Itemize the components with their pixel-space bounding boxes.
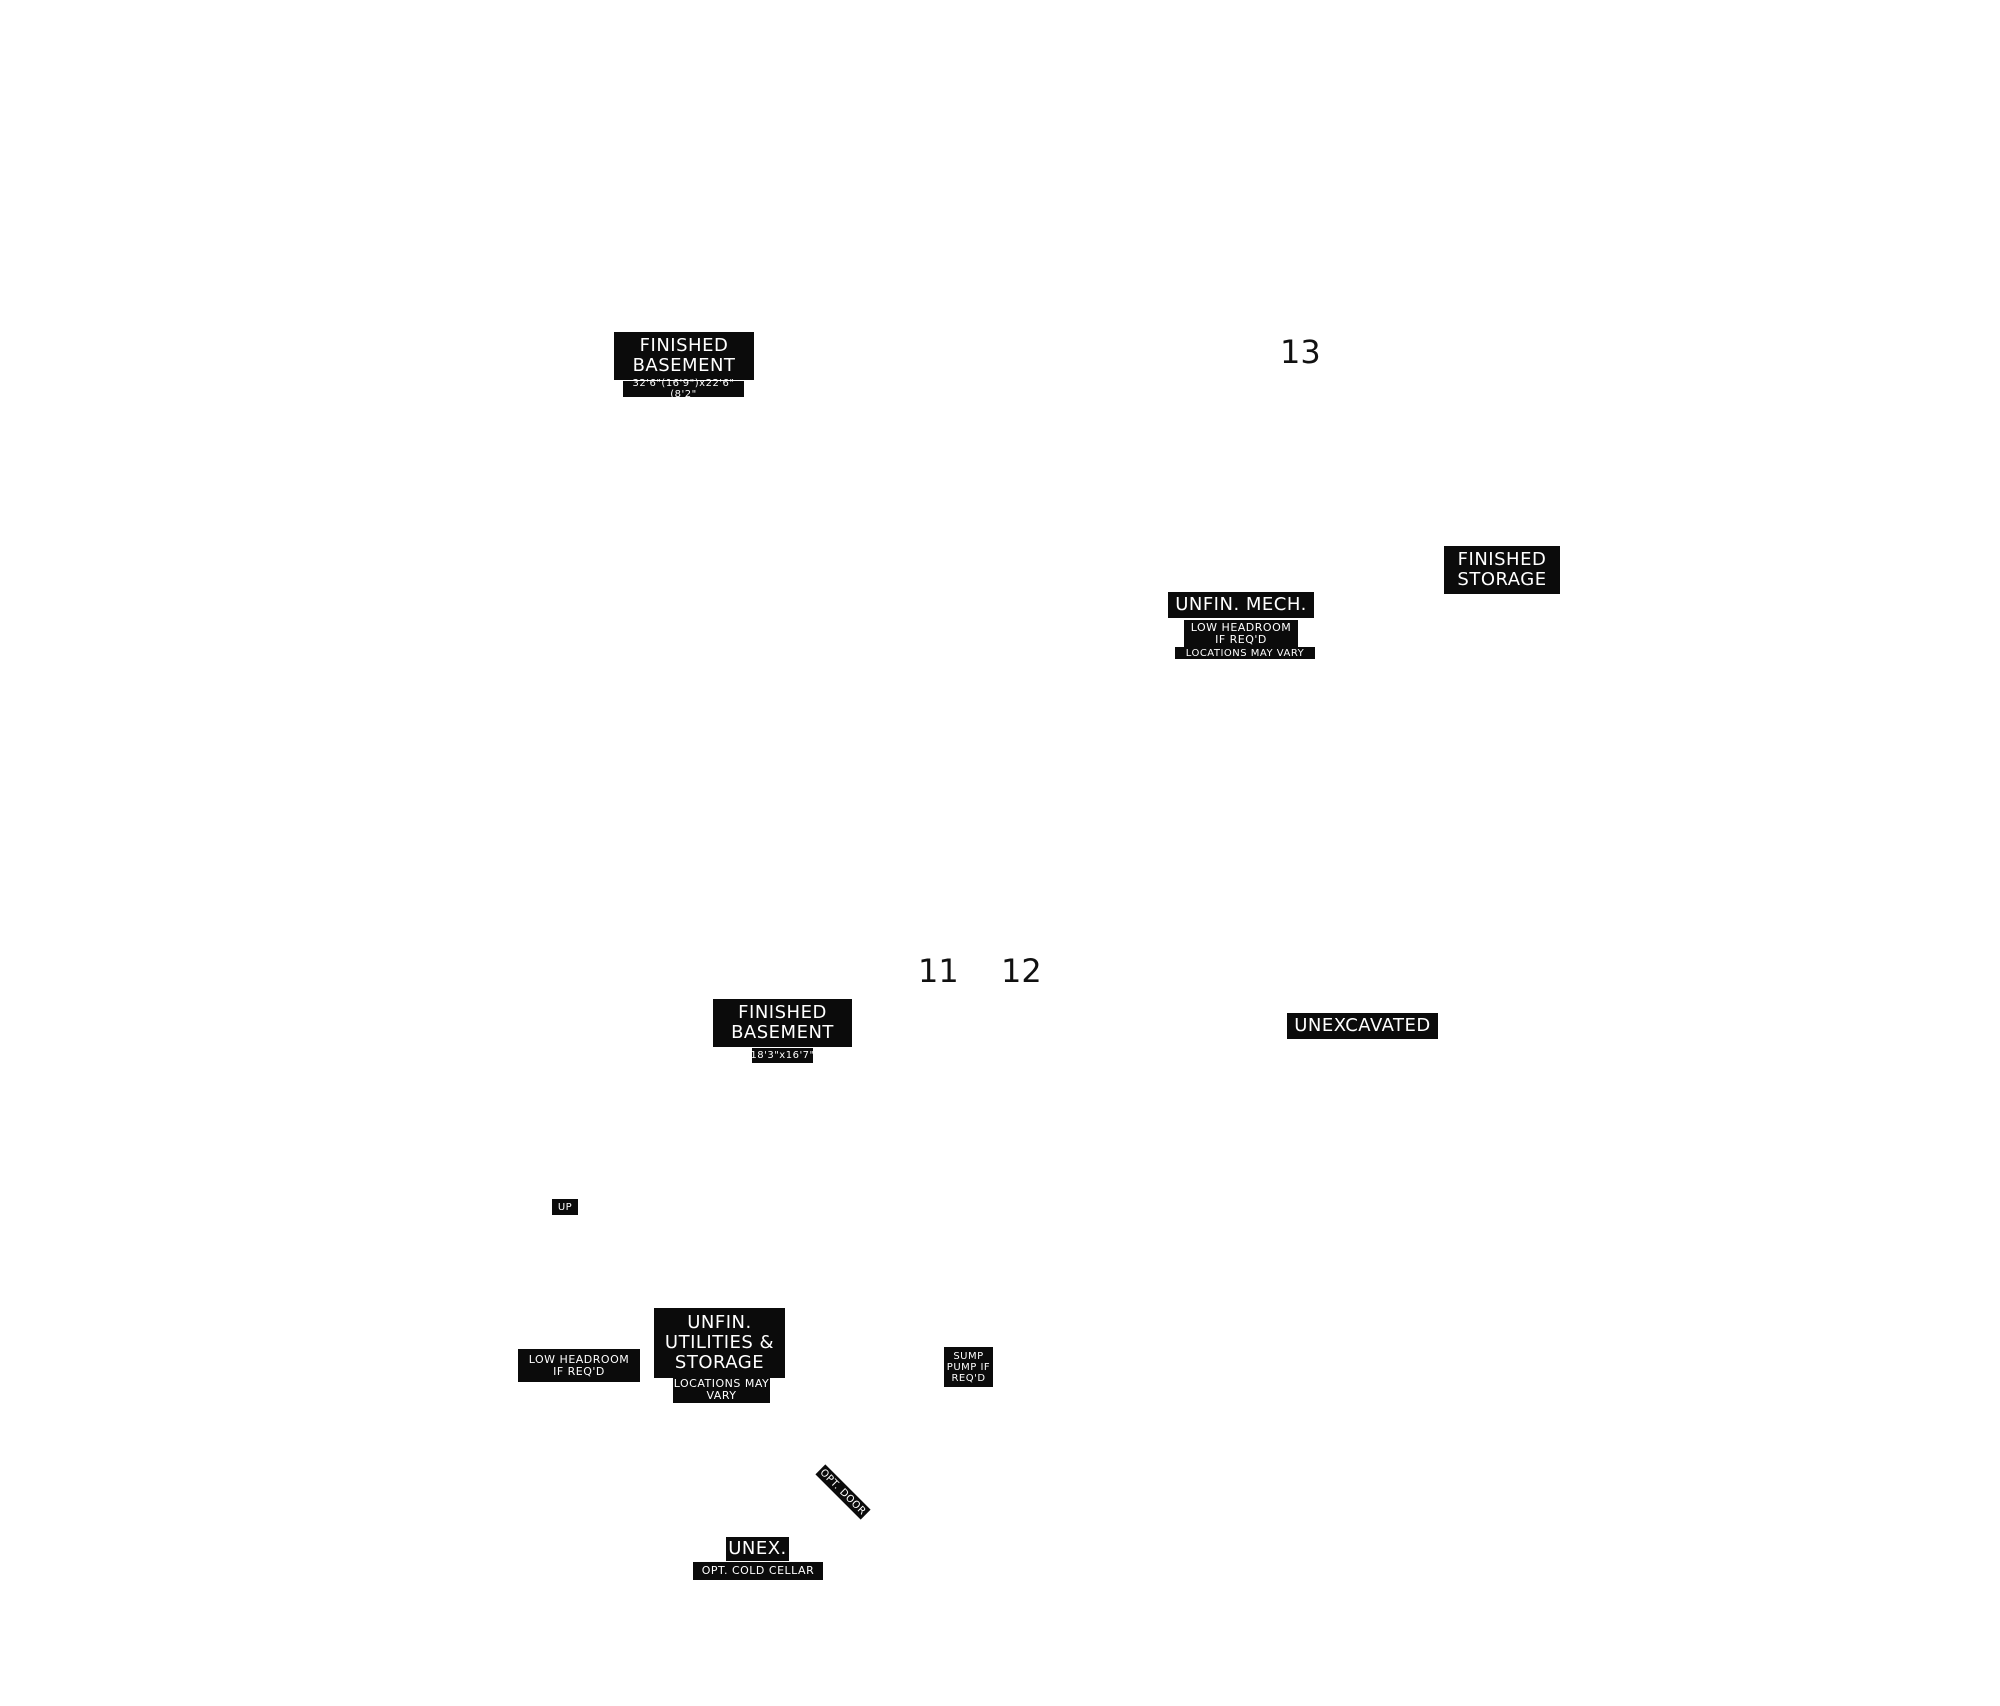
unfin-mech-low-headroom-note: LOW HEADROOM IF REQ'D	[1184, 620, 1298, 647]
unfin-utilities-locations-note: LOCATIONS MAY VARY	[673, 1376, 770, 1403]
unfin-utilities-storage-label: UNFIN. UTILITIES & STORAGE	[654, 1308, 785, 1378]
finished-basement-bottom-dims: 18'3"x16'7"	[750, 1048, 815, 1063]
opt-door-label: OPT. DOOR	[815, 1464, 871, 1520]
room-number-12: 12	[1001, 952, 1042, 990]
unexcavated-label: UNEXCAVATED	[1287, 1013, 1438, 1039]
finished-storage-label: FINISHED STORAGE	[1444, 546, 1560, 594]
unex-label: UNEX.	[726, 1537, 789, 1561]
unfin-mech-label: UNFIN. MECH.	[1168, 592, 1314, 618]
stair-up-label: UP	[552, 1199, 578, 1215]
sump-pump-note: SUMP PUMP IF REQ'D	[944, 1347, 993, 1387]
unfin-mech-locations-note: LOCATIONS MAY VARY	[1175, 647, 1315, 659]
utilities-low-headroom-note: LOW HEADROOM IF REQ'D	[518, 1349, 640, 1382]
room-number-11: 11	[918, 952, 959, 990]
finished-basement-bottom-label: FINISHED BASEMENT	[713, 999, 852, 1047]
finished-basement-top-dims: 32'6"(16'9")x22'6"(8'2"	[623, 378, 744, 400]
opt-cold-cellar-note: OPT. COLD CELLAR	[693, 1562, 823, 1580]
finished-basement-top-label: FINISHED BASEMENT	[614, 332, 754, 380]
room-number-13: 13	[1280, 333, 1321, 371]
